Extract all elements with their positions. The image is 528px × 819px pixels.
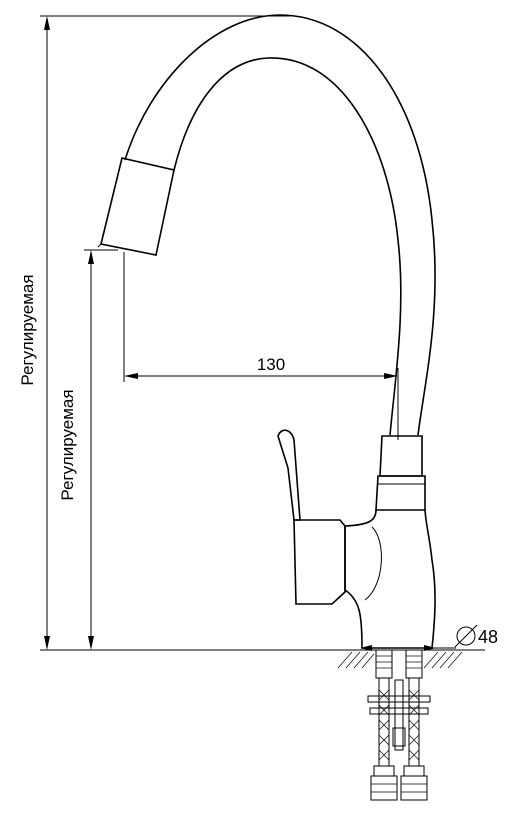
overall-height-dimension: Регулируемая [18, 15, 290, 650]
supply-hoses [367, 649, 431, 801]
spout-inner-curve [173, 57, 402, 436]
diameter-icon [454, 624, 478, 648]
handle-lever [277, 429, 301, 521]
faucet [97, 14, 436, 649]
body-cheek [364, 526, 382, 601]
handle-hub [293, 519, 346, 605]
spout-outer-curve [124, 14, 436, 436]
lower-collar [375, 475, 426, 511]
reach-dimension: 130 [123, 252, 399, 440]
spout-height-label: Регулируемая [58, 389, 77, 500]
spout-height-dimension: Регулируемая [58, 249, 118, 650]
overall-height-label: Регулируемая [18, 274, 37, 385]
hole-diameter-label: 48 [478, 627, 498, 647]
reach-label: 130 [257, 355, 285, 374]
faucet-body [344, 509, 436, 649]
hole-diameter-dimension: 48 [360, 624, 498, 651]
upper-collar [379, 435, 423, 477]
countertop-hatching [337, 651, 463, 669]
spout-nozzle [100, 157, 175, 256]
